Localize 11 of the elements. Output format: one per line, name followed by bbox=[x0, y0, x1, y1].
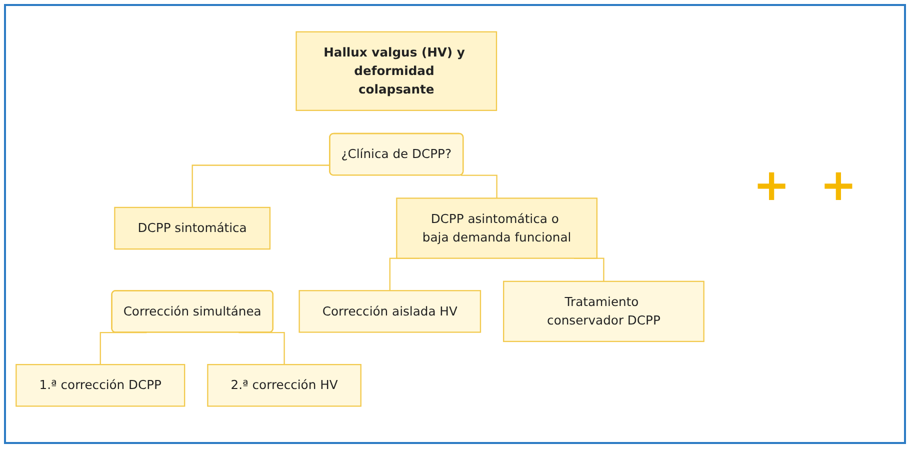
plus-sign: + bbox=[820, 160, 857, 211]
node-box: DCPP sintomática bbox=[114, 206, 271, 250]
connector bbox=[460, 174, 498, 198]
node-box: 2.ª corrección HV bbox=[207, 364, 362, 407]
node-box: Hallux valgus (HV) y deformidad colapsante bbox=[296, 31, 498, 111]
plus-sign: + bbox=[753, 160, 790, 211]
node-box: DCPP asintomática o baja demanda funcional bbox=[396, 198, 598, 259]
node-box: Corrección aislada HV bbox=[298, 290, 482, 333]
node-box: 1.ª corrección DCPP bbox=[16, 364, 186, 407]
connector bbox=[192, 164, 330, 208]
node-box: Tratamiento conservador DCPP bbox=[503, 280, 704, 342]
